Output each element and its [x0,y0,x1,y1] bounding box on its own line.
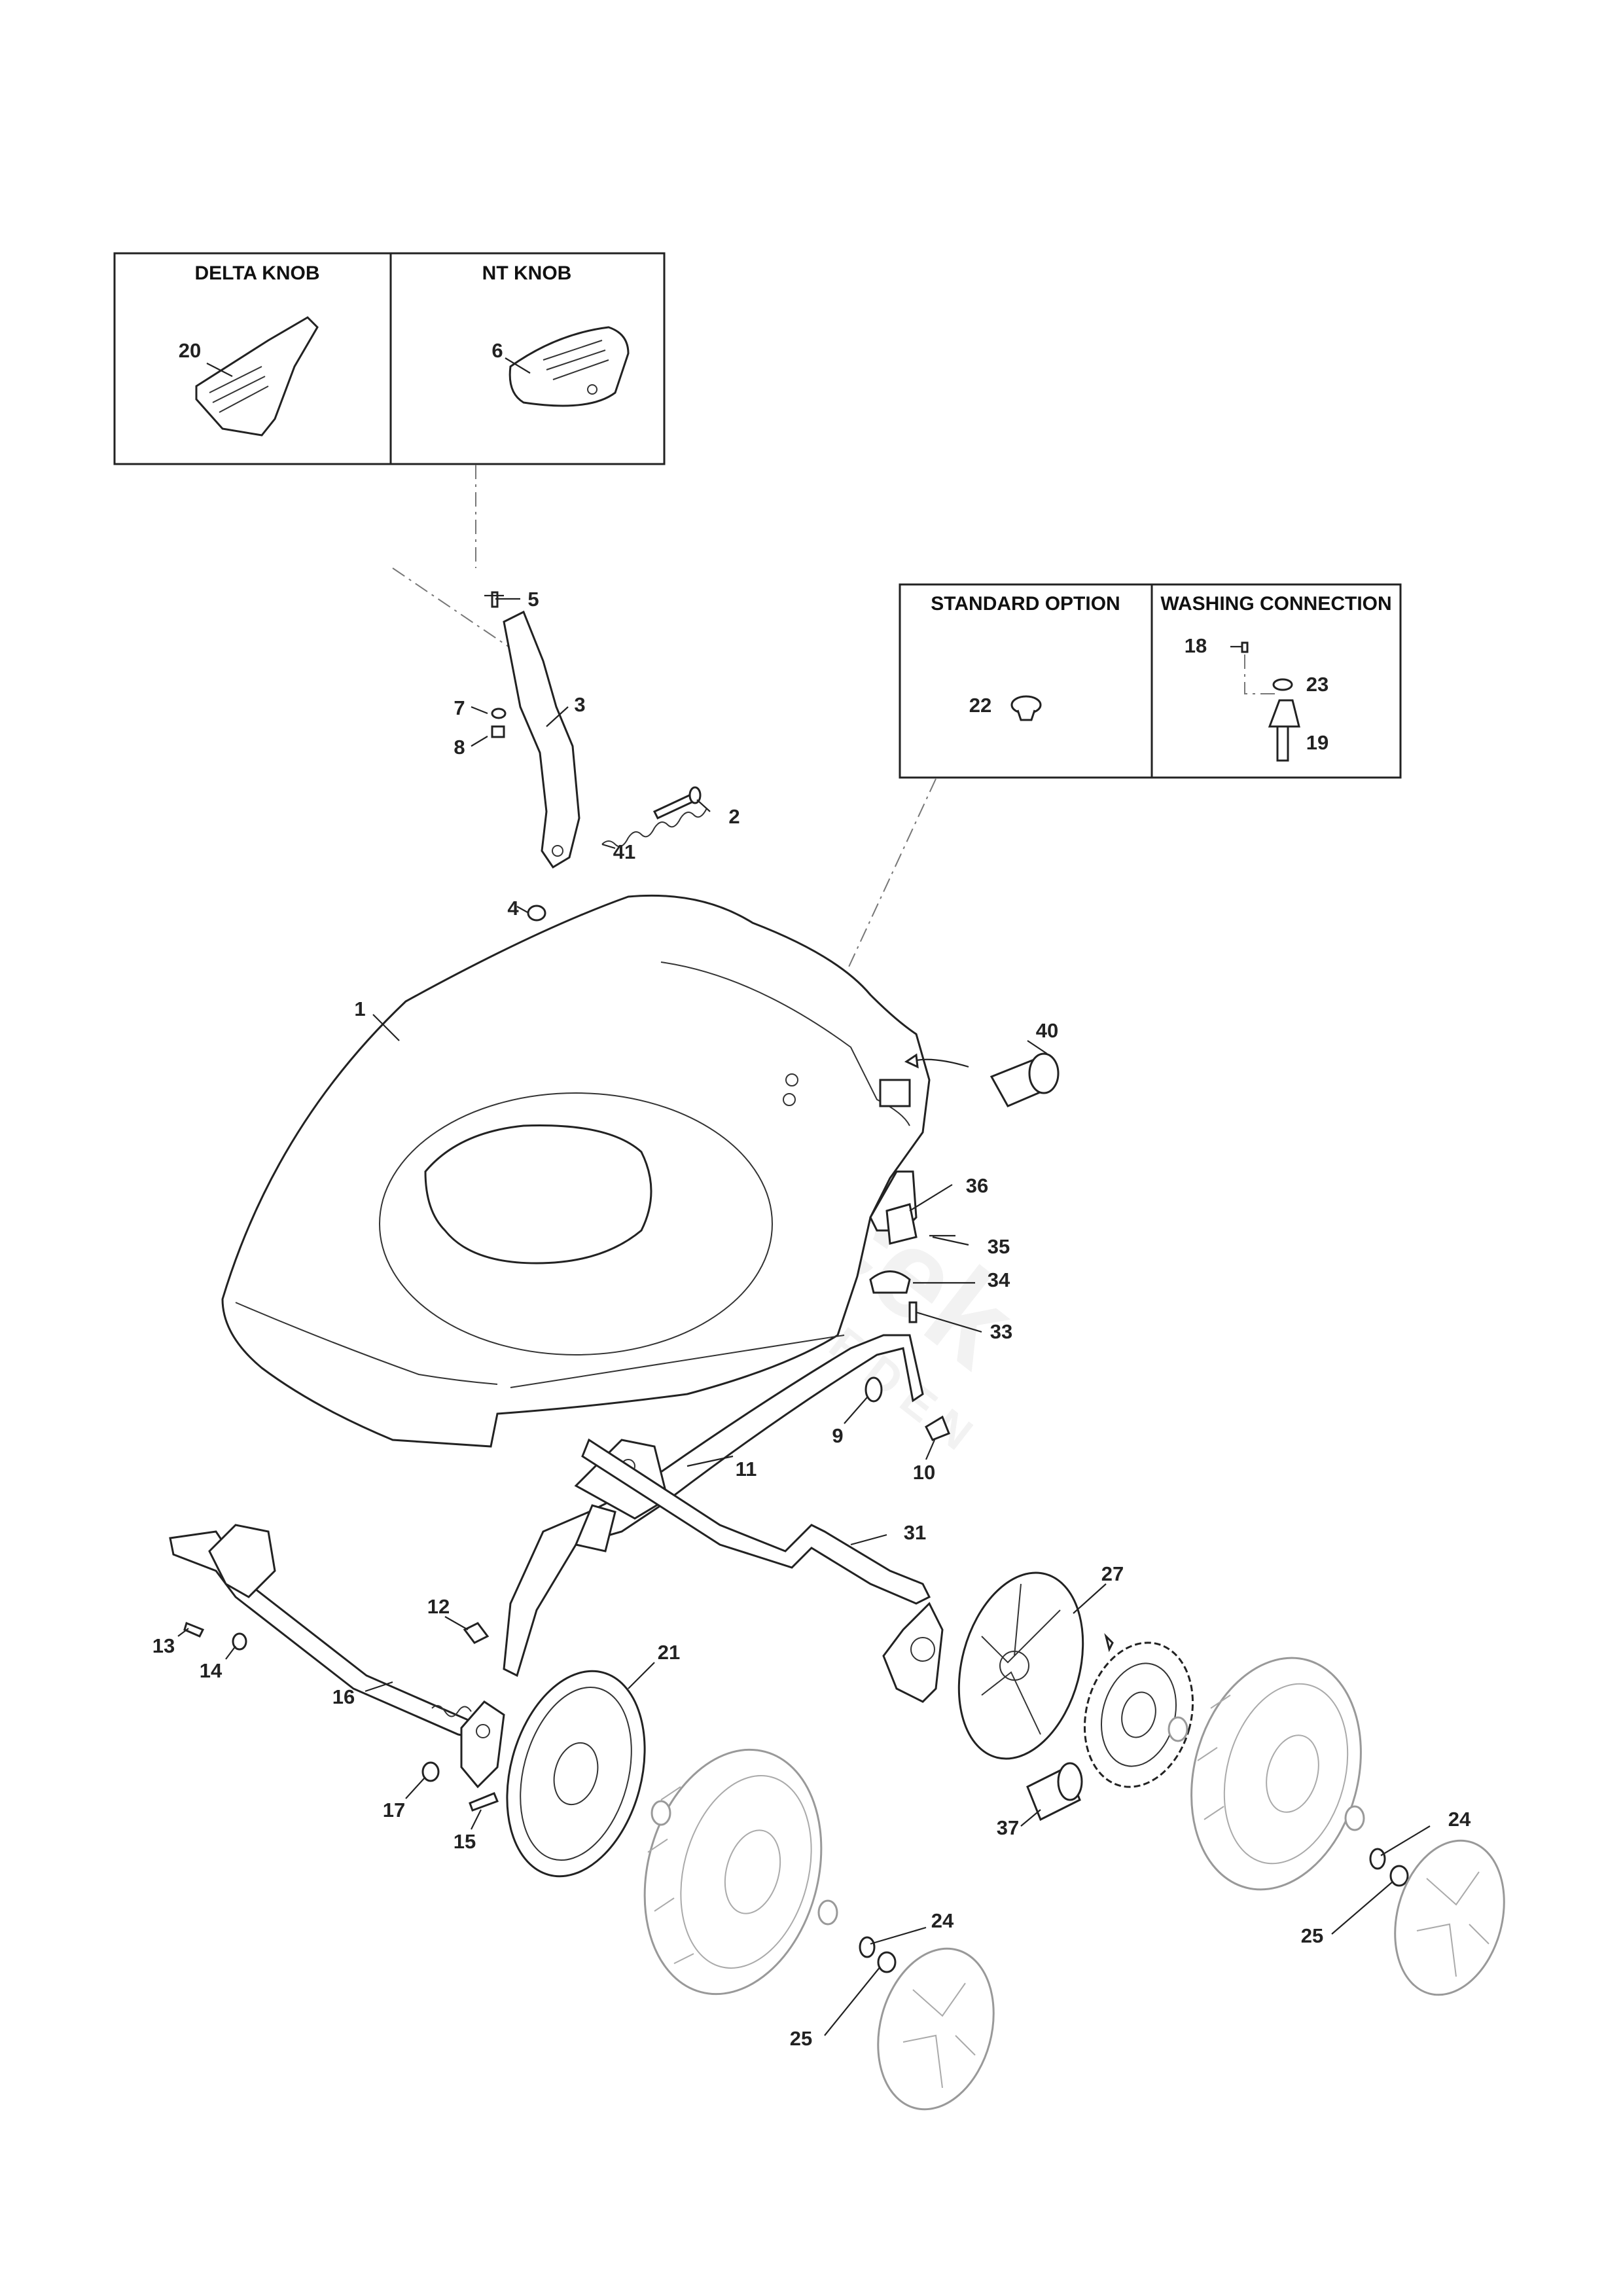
delta-knob-part [195,316,319,437]
callout-25-front: 25 [790,2027,812,2050]
callout-15: 15 [454,1830,476,1853]
callout-3: 3 [574,693,585,716]
front-wheel-fasteners [859,1848,1409,1973]
hub-cap-rear-part [957,1571,1084,1760]
delta-knob-header: DELTA KNOB [194,262,319,284]
callout-13: 13 [152,1634,175,1657]
hub-cap-front-part [506,1670,646,1878]
nt-knob-part [508,326,630,407]
callout-36: 36 [966,1174,988,1197]
knob-dash-leader-2 [392,567,511,649]
callout-7: 7 [454,696,465,719]
plug-part [1010,695,1042,721]
callout-6: 6 [491,339,503,362]
callout-37: 37 [997,1816,1019,1839]
callout-34: 34 [988,1268,1010,1291]
callout-35: 35 [988,1235,1010,1258]
callout-24-front: 24 [931,1909,954,1932]
callout-10: 10 [913,1461,935,1484]
leader-lines [177,357,1431,2036]
rear-axle-part [581,1438,944,1703]
spring-part [601,808,707,848]
callout-41: 41 [613,840,635,863]
callout-33: 33 [990,1320,1012,1343]
callout-21: 21 [658,1641,680,1664]
callout-9: 9 [832,1424,843,1447]
callout-24-rear: 24 [1448,1808,1471,1831]
callout-17: 17 [383,1799,405,1821]
rear-wheel-part [1168,1657,1365,1891]
washing-connection-header: WASHING CONNECTION [1160,593,1391,615]
callout-4: 4 [507,897,519,920]
washing-connector-part [1230,641,1300,762]
knob-inset-box: DELTA KNOB NT KNOB [113,252,666,465]
rear-hub-cover-part [1394,1839,1505,1996]
callout-12: 12 [427,1595,450,1618]
callout-8: 8 [454,736,465,759]
callout-16: 16 [332,1685,355,1708]
bracket-part [869,1170,955,1323]
gear-wheel-part [1083,1641,1194,1788]
callout-23: 23 [1306,673,1329,696]
callout-11: 11 [736,1458,757,1480]
callout-27: 27 [1101,1562,1124,1585]
callout-20: 20 [179,339,201,362]
adjuster-part [904,1052,1060,1107]
callout-22: 22 [969,694,991,717]
callout-labels: 20 6 5 7 3 8 2 41 4 18 23 22 19 1 40 36 … [152,339,1471,2050]
callout-25-rear: 25 [1301,1924,1323,1947]
height-lever-part [484,591,580,922]
front-wheel-part [643,1748,838,1996]
callout-19: 19 [1306,731,1329,754]
callout-5: 5 [527,588,539,611]
callout-40: 40 [1036,1019,1058,1042]
callout-14: 14 [200,1659,223,1682]
small-fasteners [183,1621,1114,1812]
callout-1: 1 [354,997,365,1020]
option-inset-box: STANDARD OPTION WASHING CONNECTION [899,583,1402,779]
standard-option-header: STANDARD OPTION [931,593,1120,615]
callout-31: 31 [904,1521,926,1544]
pin-part [652,786,702,819]
front-hub-cover-part [877,1947,995,2111]
callout-18: 18 [1185,634,1207,657]
callout-2: 2 [728,805,740,828]
nt-knob-header: NT KNOB [482,262,572,284]
pinion-part [1026,1762,1083,1821]
mower-deck-part [221,894,931,1448]
front-axle-part [169,1524,505,1789]
